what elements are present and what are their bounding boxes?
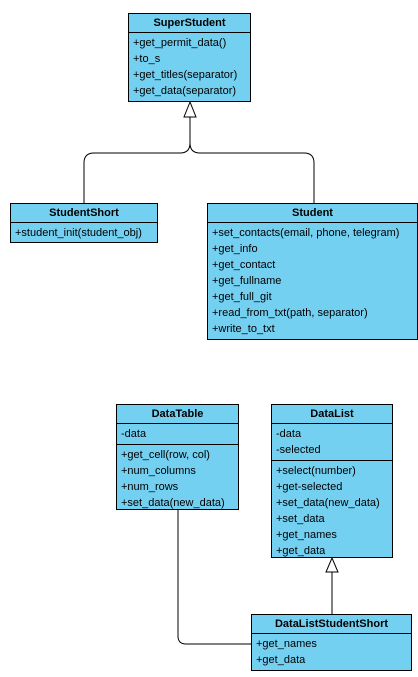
- method: +get_fullname: [212, 275, 282, 287]
- method: +set_data(new_data): [276, 497, 380, 509]
- method: +to_s: [133, 53, 161, 65]
- method: +get_info: [212, 243, 258, 255]
- method: +select(number): [276, 465, 356, 477]
- class-name: Student: [208, 204, 417, 223]
- method: +get_data: [256, 654, 306, 666]
- method: +get-selected: [276, 481, 343, 493]
- method: +get_data: [276, 545, 326, 557]
- method: +student_init(student_obj): [15, 227, 142, 239]
- method: +read_from_txt(path, separator): [212, 307, 368, 319]
- class-name: DataList: [272, 405, 392, 424]
- class-superstudent[interactable]: SuperStudent +get_permit_data() +to_s +g…: [128, 13, 251, 102]
- method: +write_to_txt: [212, 323, 275, 335]
- methods-section: +get_names +get_data: [252, 634, 411, 670]
- method: +num_rows: [121, 481, 179, 493]
- methods-section: +get_cell(row, col) +num_columns +num_ro…: [117, 445, 238, 513]
- generalization-student-to-superstudent: [189, 117, 315, 203]
- class-student[interactable]: Student +set_contacts(email, phone, tele…: [207, 203, 418, 340]
- method: +get_contact: [212, 259, 276, 271]
- method: +get_names: [256, 638, 317, 650]
- inheritance-arrowhead-superstudent: [183, 100, 197, 118]
- attribute: -data: [276, 428, 302, 440]
- class-datatable[interactable]: DataTable -data +get_cell(row, col) +num…: [116, 404, 239, 510]
- method: +num_columns: [121, 465, 196, 477]
- inheritance-arrowhead-datalist: [325, 556, 339, 573]
- method: +set_data(new_data): [121, 497, 225, 509]
- class-name: SuperStudent: [129, 14, 250, 33]
- class-studentshort[interactable]: StudentShort +student_init(student_obj): [10, 203, 158, 243]
- method: +get_full_git: [212, 291, 272, 303]
- attributes-section: -data: [117, 424, 238, 445]
- methods-section: +get_permit_data() +to_s +get_titles(sep…: [129, 33, 250, 101]
- attribute: -selected: [276, 444, 321, 456]
- method: +get_permit_data(): [133, 37, 227, 49]
- methods-section: +student_init(student_obj): [11, 223, 157, 243]
- method: +get_data(separator): [133, 85, 237, 97]
- method: +set_contacts(email, phone, telegram): [212, 227, 400, 239]
- generalization-studentshort-to-superstudent: [83, 117, 191, 203]
- attributes-section: -data -selected: [272, 424, 392, 461]
- method: +get_titles(separator): [133, 69, 238, 81]
- class-name: DataTable: [117, 405, 238, 424]
- association-datatable-to-dataliststudentshort: [177, 510, 251, 645]
- attribute: -data: [121, 428, 147, 440]
- methods-section: +set_contacts(email, phone, telegram) +g…: [208, 223, 417, 339]
- class-dataliststudentshort[interactable]: DataListStudentShort +get_names +get_dat…: [251, 614, 412, 671]
- class-datalist[interactable]: DataList -data -selected +select(number)…: [271, 404, 393, 558]
- method: +set_data: [276, 513, 325, 525]
- method: +get_cell(row, col): [121, 449, 210, 461]
- method: +get_names: [276, 529, 337, 541]
- class-name: StudentShort: [11, 204, 157, 223]
- class-name: DataListStudentShort: [252, 615, 411, 634]
- methods-section: +select(number) +get-selected +set_data(…: [272, 461, 392, 561]
